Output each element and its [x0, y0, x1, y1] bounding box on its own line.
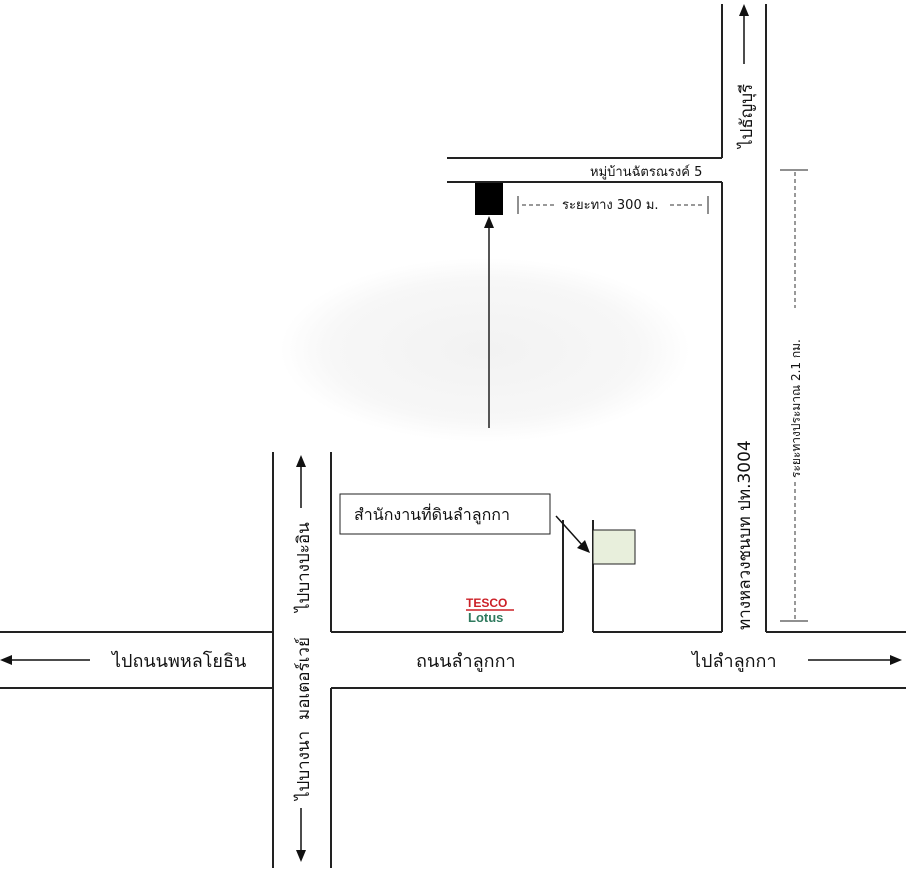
highway-label: ทางหลวงชนบท ปท.3004: [735, 440, 755, 630]
to-thanyaburi-arrow: [739, 4, 749, 64]
land-office-building: [592, 529, 636, 565]
motorway-label: มอเตอร์เวย์: [294, 637, 314, 720]
land-office-callout-box: [339, 493, 551, 535]
lam-luk-ka-road: [0, 631, 906, 689]
to-thanyaburi-label: ไปธัญบุรี: [736, 84, 757, 150]
tesco-logo-text: TESCO: [466, 596, 507, 610]
motorway-road: [272, 452, 332, 868]
land-office-label: สำนักงานที่ดินลำลูกกา: [354, 503, 510, 525]
lam-luk-ka-road-label: ถนนลำลูกกา: [416, 651, 516, 672]
to-bang-na-label: ไปบางนา: [293, 731, 314, 802]
distance-2-1-label: ระยะทางประมาณ 2.1 กม.: [789, 339, 803, 478]
background-blur-patch: [280, 258, 690, 442]
lotus-logo-text: Lotus: [468, 610, 503, 625]
to-phahonyothin-label: ไปถนนพหลโยธิน: [110, 650, 246, 672]
to-lam-luk-ka-label: ไปลำลูกกา: [690, 650, 777, 672]
to-bang-pa-in-label: ไปบางปะอิน: [293, 522, 314, 614]
distance-2-1-bracket: [780, 169, 808, 622]
to-phahonyothin-arrow: [0, 655, 90, 665]
to-bang-na-arrow: [296, 808, 306, 862]
to-lam-luk-ka-arrow: [808, 655, 902, 665]
destination-marker: [475, 183, 503, 215]
distance-300-bracket: [517, 196, 709, 214]
to-bang-pa-in-arrow: [296, 455, 306, 508]
office-side-road: [562, 520, 594, 632]
distance-300-label: ระยะทาง 300 ม.: [562, 198, 659, 213]
rural-highway-road: [721, 4, 767, 632]
destination-arrow: [484, 216, 494, 428]
village-label: หมู่บ้านฉัตรณรงค์ 5: [590, 164, 702, 180]
tesco-lotus-logo: TESCO Lotus: [466, 596, 514, 625]
village-road: [447, 157, 722, 183]
land-office-pointer: [555, 515, 590, 553]
